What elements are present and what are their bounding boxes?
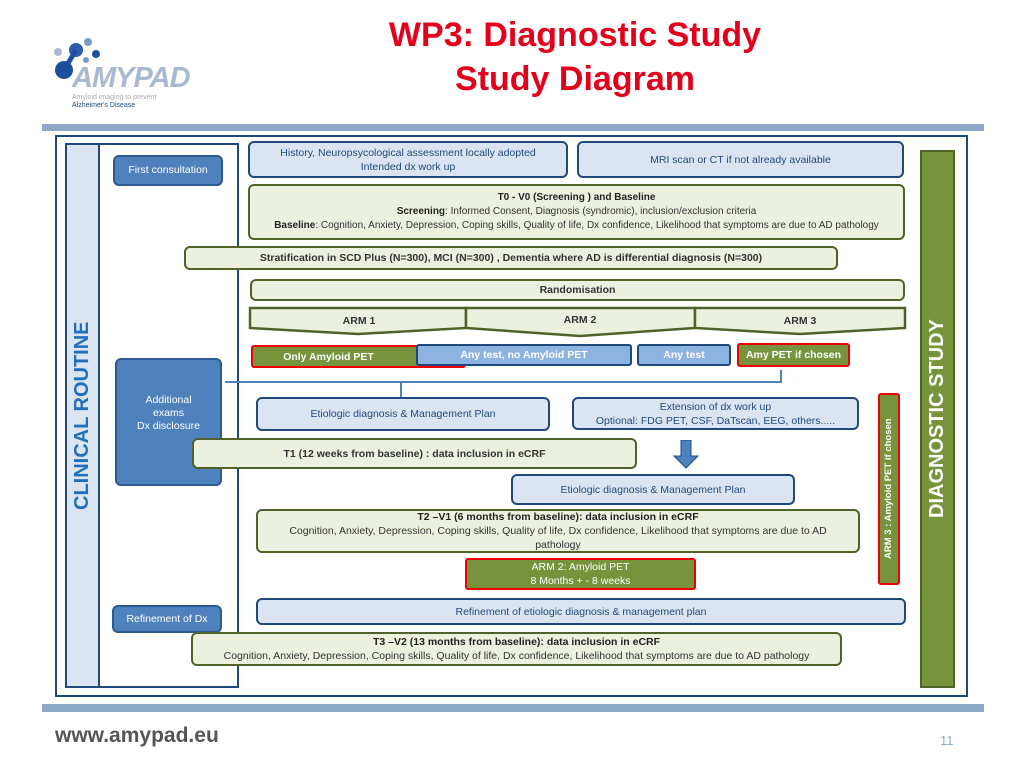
t1-box: T1 (12 weeks from baseline) : data inclu… bbox=[192, 438, 637, 469]
refinement-of-dx: Refinement of Dx bbox=[112, 605, 222, 633]
bottom-divider bbox=[42, 704, 984, 712]
molecule-icon bbox=[54, 38, 100, 79]
arm-3: ARM 3 bbox=[783, 315, 817, 327]
clinical-column bbox=[100, 143, 239, 688]
logo-text: AMYPAD bbox=[72, 62, 191, 94]
connector-line bbox=[400, 381, 402, 397]
diagnostic-study-label: DIAGNOSTIC STUDY bbox=[920, 150, 955, 688]
connector-line bbox=[225, 381, 782, 383]
etiologic-plan-box-2: Etiologic diagnosis & Management Plan bbox=[511, 474, 795, 505]
page-subtitle: Study Diagram bbox=[455, 60, 695, 98]
stratification-box: Stratification in SCD Plus (N=300), MCI … bbox=[184, 246, 838, 270]
t0-box: T0 - V0 (Screening ) and Baseline Screen… bbox=[248, 184, 905, 240]
mri-box: MRI scan or CT if not already available bbox=[577, 141, 904, 178]
any-test: Any test bbox=[637, 344, 731, 366]
page-number: 11 bbox=[940, 733, 954, 748]
refinement-plan-box: Refinement of etiologic diagnosis & mana… bbox=[256, 598, 906, 625]
t3-box: T3 –V2 (13 months from baseline): data i… bbox=[191, 632, 842, 666]
page-title: WP3: Diagnostic Study bbox=[388, 16, 762, 54]
first-consultation: First consultation bbox=[113, 155, 223, 186]
arm-1: ARM 1 bbox=[342, 315, 376, 327]
footer-url[interactable]: www.amypad.eu bbox=[55, 724, 219, 747]
randomisation-box: Randomisation bbox=[250, 279, 905, 301]
clinical-routine-label: CLINICAL ROUTINE bbox=[65, 143, 100, 688]
logo-tagline: Amyloid imaging to prevent bbox=[72, 94, 157, 101]
etiologic-plan-box: Etiologic diagnosis & Management Plan bbox=[256, 397, 550, 431]
only-amyloid-pet: Only Amyloid PET bbox=[251, 345, 466, 368]
logo: AMYPAD Amyloid imaging to prevent Alzhei… bbox=[50, 32, 210, 112]
logo-tagline-2: Alzheimer's Disease bbox=[72, 102, 136, 109]
any-test-no-amyloid-pet: Any test, no Amyloid PET bbox=[416, 344, 632, 366]
t2-box: T2 –V1 (6 months from baseline): data in… bbox=[256, 509, 860, 553]
amy-pet-if-chosen: Amy PET if chosen bbox=[737, 343, 850, 367]
history-box: History, Neuropsycological assessment lo… bbox=[248, 141, 568, 178]
down-arrow-icon bbox=[672, 440, 700, 469]
top-divider bbox=[42, 124, 984, 131]
connector-line bbox=[780, 370, 782, 383]
arm-2: ARM 2 bbox=[563, 314, 597, 326]
arm3-amyloid-pet-if-chosen: ARM 3 : Amyloid PET if chosen bbox=[878, 393, 900, 585]
arm-arrows bbox=[248, 306, 907, 338]
diagram-frame bbox=[55, 135, 968, 697]
